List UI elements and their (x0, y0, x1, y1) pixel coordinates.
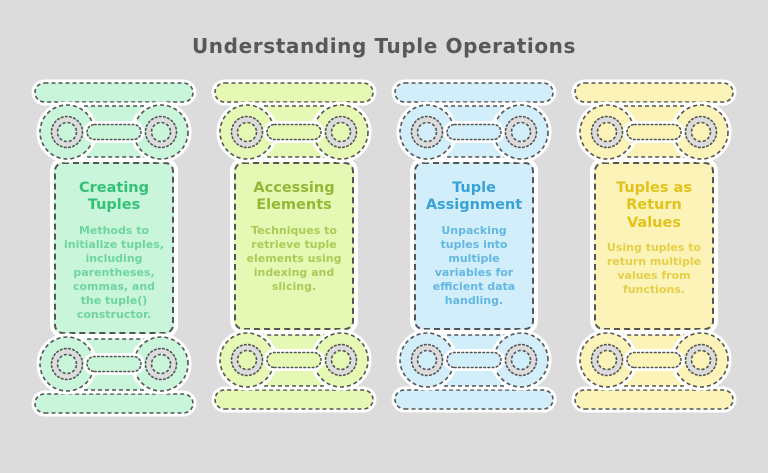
pillar-tuple-assignment: Tuple Assignment Unpacking tuples into m… (389, 80, 559, 416)
pillar-description: Methods to initialize tuples, including … (64, 223, 164, 321)
page-title: Understanding Tuple Operations (191, 34, 577, 58)
greek-column-capital-top-icon (569, 80, 739, 174)
greek-column-capital-top-icon (29, 80, 199, 174)
greek-column-base-icon (389, 318, 559, 412)
pillar-tuples-as-return-values: Tuples as Return Values Using tuples to … (569, 80, 739, 416)
pillar-accessing-elements: Accessing Elements Techniques to retriev… (209, 80, 379, 416)
pillar-title: Creating Tuples (78, 180, 149, 214)
greek-column-base-icon (29, 322, 199, 416)
pillar-card: Tuples as Return Values Using tuples to … (594, 162, 714, 330)
pillar-description: Unpacking tuples into multiple variables… (432, 223, 516, 307)
pillar-title: Tuple Assignment (425, 180, 523, 214)
greek-column-base-icon (209, 318, 379, 412)
pillar-title: Accessing Elements (253, 180, 335, 214)
pillar-description: Techniques to retrieve tuple elements us… (246, 223, 342, 293)
pillar-card: Tuple Assignment Unpacking tuples into m… (414, 162, 534, 330)
pillar-creating-tuples: Creating Tuples Methods to initialize tu… (29, 80, 199, 416)
pillar-description: Using tuples to return multiple values f… (606, 241, 702, 297)
greek-column-base-icon (569, 318, 739, 412)
pillar-card: Accessing Elements Techniques to retriev… (234, 162, 354, 330)
pillar-row: Creating Tuples Methods to initialize tu… (0, 80, 768, 416)
pillar-card: Creating Tuples Methods to initialize tu… (54, 162, 174, 334)
greek-column-capital-top-icon (389, 80, 559, 174)
pillar-title: Tuples as Return Values (616, 180, 692, 231)
greek-column-capital-top-icon (209, 80, 379, 174)
